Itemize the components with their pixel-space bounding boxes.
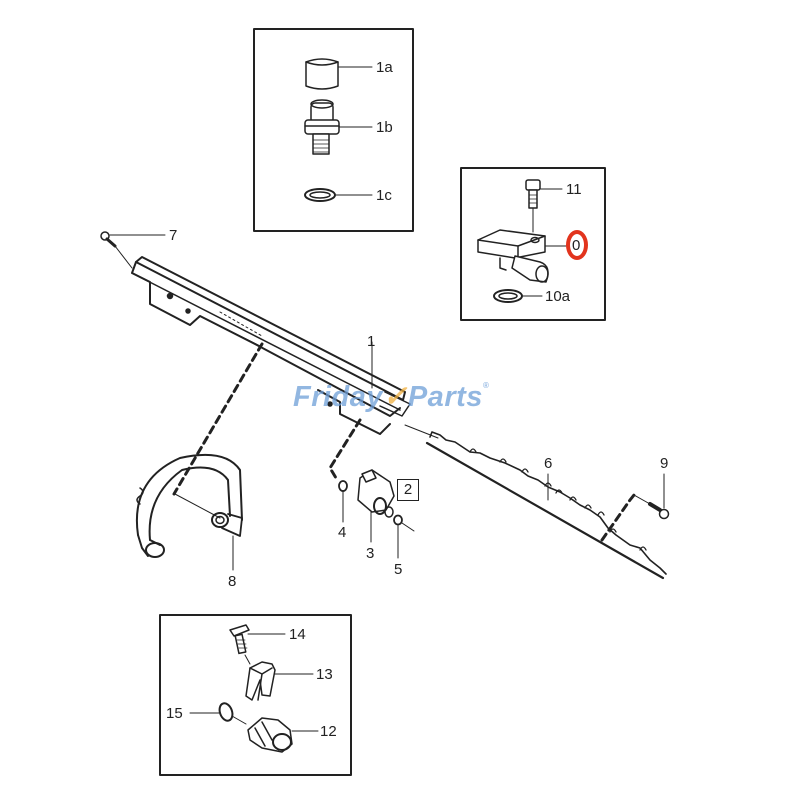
inset-box-3 [159, 614, 352, 776]
map-sensor-0-icon [477, 229, 549, 283]
dashed-leader-harness-bolt [600, 493, 636, 542]
fuel-rail-1-icon [131, 256, 411, 435]
watermark-text-b: Parts [407, 381, 483, 413]
label-4: 4 [338, 524, 347, 541]
label-5: 5 [394, 561, 403, 578]
inset-box-1 [253, 28, 414, 232]
label-1c: 1c [376, 187, 392, 204]
bolt-7-icon [100, 231, 133, 269]
dashed-leader-rail-injector [328, 418, 362, 480]
label-13: 13 [316, 666, 333, 683]
label-2-boxed: 2 [397, 479, 419, 501]
label-9: 9 [660, 455, 669, 472]
watermark-logo: Friday✓Parts® [293, 379, 489, 414]
registered-mark: ® [482, 381, 490, 390]
watermark-text-a: Friday [293, 381, 384, 413]
label-7: 7 [169, 227, 178, 244]
highlight-circle-part-0 [566, 230, 588, 260]
screw-14-icon [229, 624, 251, 665]
injector-3-icon [338, 469, 415, 532]
label-12: 12 [320, 723, 337, 740]
o-ring-10a-icon [493, 289, 523, 303]
o-ring-15-icon [218, 702, 247, 725]
label-3: 3 [366, 545, 375, 562]
label-1: 1 [367, 333, 376, 350]
label-1a: 1a [376, 59, 393, 76]
label-11: 11 [566, 181, 582, 198]
bolt-11-icon [525, 179, 541, 233]
fuel-hose-8-icon [136, 453, 243, 558]
bolt-9-icon [633, 494, 670, 520]
label-6: 6 [544, 455, 553, 472]
clip-13-icon [245, 661, 276, 701]
o-ring-1c-icon [304, 188, 336, 202]
label-1b: 1b [376, 119, 393, 136]
fitting-1b-icon [304, 99, 340, 155]
wiring-harness-6-icon [425, 431, 667, 580]
inset-box-2 [460, 167, 606, 321]
label-8: 8 [228, 573, 237, 590]
label-15: 15 [166, 705, 183, 722]
checkmark-icon: ✓ [383, 381, 408, 413]
cap-1a-icon [305, 58, 339, 90]
label-14: 14 [289, 626, 306, 643]
label-10a: 10a [545, 288, 571, 305]
connector-12-icon [247, 717, 293, 753]
